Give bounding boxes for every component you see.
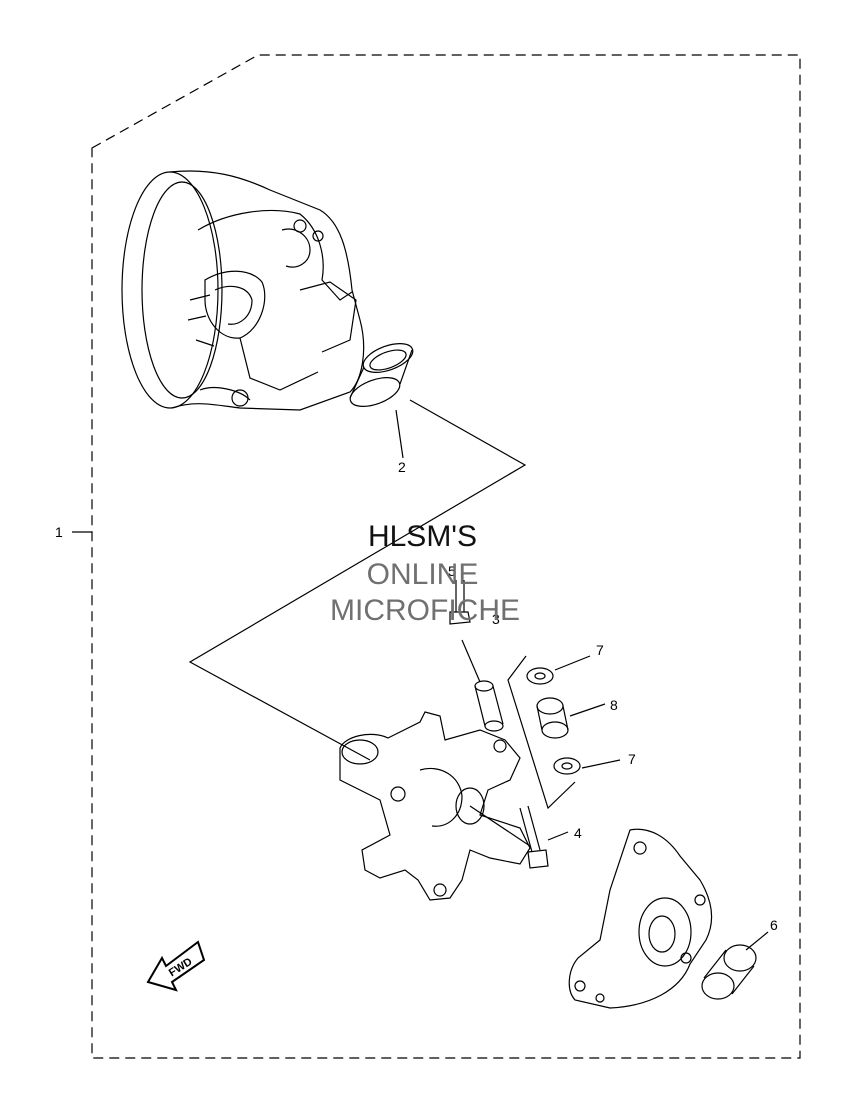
pulley-housing [121,170,365,411]
leader-7-lower [581,759,621,769]
bushing-part-6 [701,944,757,1000]
leader-8 [569,703,606,717]
watermark-line-3: MICROFICHE [330,594,520,627]
assembly-connector [188,399,527,761]
bushing-part-2 [349,343,414,407]
callout-8: 8 [610,697,618,713]
watermark-line-1: HLSM'S [367,520,478,553]
bolt-part-4 [519,805,549,869]
leader-7-upper [554,655,591,671]
watermark-line-2: ONLINE [366,558,479,591]
leader-2 [395,409,404,459]
callout-2: 2 [398,459,406,475]
washer-part-7-lower [553,757,581,775]
callout-7-lower: 7 [628,751,636,767]
leader-6 [745,931,769,951]
callout-5: 5 [448,563,456,579]
callout-4: 4 [574,825,582,841]
bolt-part-5 [449,580,471,625]
assembly-boundary [91,54,801,1059]
bracket-7-8 [507,655,576,810]
callout-6: 6 [770,917,778,933]
cover-plate [568,828,713,1009]
washer-part-7-upper [526,667,554,685]
leader-4 [547,831,569,841]
collar-part-8 [536,697,569,739]
assembly-callout-1: 1 [55,524,63,540]
spider-assembly [339,711,531,901]
callout-3: 3 [492,611,500,627]
pin-part-3 [474,680,504,732]
leader-3 [461,639,481,683]
callout-7-upper: 7 [596,642,604,658]
fwd-arrow-icon [146,940,206,992]
